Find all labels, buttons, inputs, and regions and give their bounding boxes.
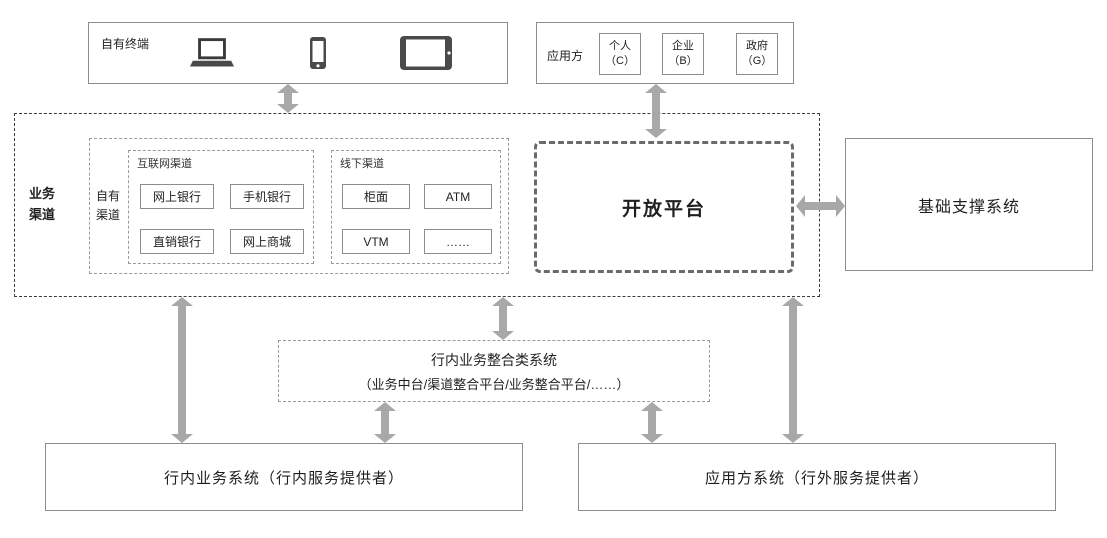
applier-government-name: 政府 [746,40,768,53]
own-terminals-label: 自有终端 [101,37,150,51]
offline-channels-label: 线下渠道 [340,158,384,170]
smartphone-icon [309,35,327,76]
channel-online-banking: 网上银行 [140,184,214,209]
applier-enterprise: 企业 （B） [662,33,704,75]
arrow-open-platform-to-applier-system [782,297,804,443]
open-platform-label: 开放平台 [621,198,706,220]
channel-atm: ATM [424,184,492,209]
own-terminals-box: 自有终端 [88,22,508,84]
channel-online-mall: 网上商城 [230,229,304,254]
applier-enterprise-name: 企业 [672,40,694,53]
internal-system-box: 行内业务系统（行内服务提供者） [45,443,523,511]
channel-direct-banking: 直销银行 [140,229,214,254]
laptop-icon [189,37,235,76]
arrow-appliers-to-open-platform [645,84,667,138]
support-system-label: 基础支撑系统 [917,198,1020,216]
channel-mobile-banking: 手机银行 [230,184,304,209]
applier-government: 政府 （G） [736,33,778,75]
internet-channels-box: 互联网渠道 网上银行 手机银行 直销银行 网上商城 [128,150,314,264]
applier-enterprise-code: （B） [668,55,698,67]
channel-counter: 柜面 [342,184,410,209]
arrow-integration-to-applier-system [641,402,663,443]
offline-channels-box: 线下渠道 柜面 ATM VTM …… [331,150,501,264]
own-channels-box: 自有渠道 互联网渠道 网上银行 手机银行 直销银行 网上商城 线下渠道 柜面 A… [89,138,509,274]
channel-vtm: VTM [342,229,410,254]
applier-system-box: 应用方系统（行外服务提供者） [578,443,1056,511]
integration-system-box: 行内业务整合类系统 （业务中台/渠道整合平台/业务整合平台/……） [278,340,710,402]
support-system-box: 基础支撑系统 [845,138,1093,271]
appliers-label: 应用方 [547,49,584,63]
business-channels-box: 业务渠道 自有渠道 互联网渠道 网上银行 手机银行 直销银行 网上商城 线下渠道… [14,113,820,297]
internal-system-label: 行内业务系统（行内服务提供者） [163,469,404,487]
own-channels-label: 自有渠道 [96,188,121,222]
tablet-icon [399,35,453,76]
channel-more: …… [424,229,492,254]
business-channels-label: 业务渠道 [29,186,56,222]
open-platform-box: 开放平台 [534,141,794,273]
applier-government-code: （G） [741,55,773,67]
applier-personal-name: 个人 [609,40,631,53]
arrow-terminals-to-channels [277,84,299,113]
internet-channels-label: 互联网渠道 [137,158,192,170]
arrow-channels-to-integration-system [492,297,514,340]
arrow-open-platform-to-support-system [796,195,845,217]
integration-system-subtitle: （业务中台/渠道整合平台/业务整合平台/……） [358,376,630,392]
applier-personal-code: （C） [605,55,635,67]
applier-system-label: 应用方系统（行外服务提供者） [704,469,929,487]
arrow-channels-to-internal-system [171,297,193,443]
appliers-box: 应用方 个人 （C） 企业 （B） 政府 （G） [536,22,794,84]
arrow-integration-to-internal-system [374,402,396,443]
applier-personal: 个人 （C） [599,33,641,75]
integration-system-title: 行内业务整合类系统 [431,351,557,368]
